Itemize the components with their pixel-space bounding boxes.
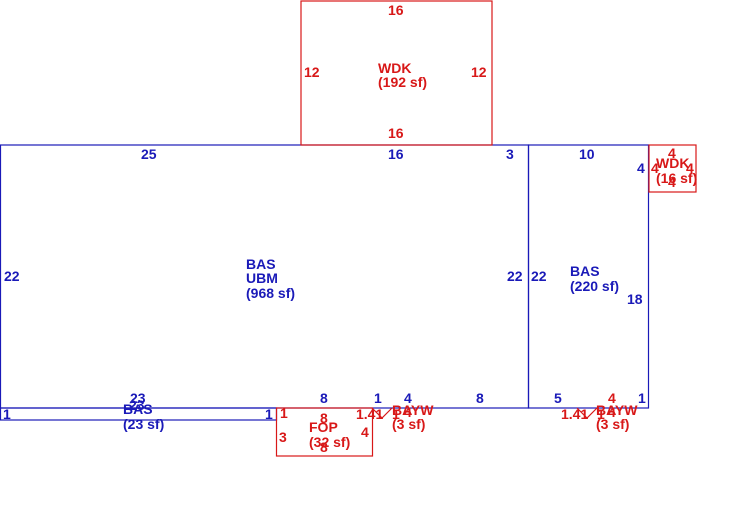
wdk-small-code: WDK (656, 155, 689, 171)
bay2-dim-side: 1 (597, 406, 605, 422)
main-dim-top-left: 25 (141, 146, 157, 162)
bay1-code: BAYW (392, 402, 434, 418)
bas-outlines (0, 144, 650, 421)
bay1-dim-diagonal: 1.41 (356, 406, 383, 422)
main-dim-top-right: 3 (506, 146, 514, 162)
main-dim-bottom-left: 23 (130, 390, 146, 406)
strip-dim-right: 1 (265, 406, 273, 422)
strip-code: BAS (123, 401, 153, 417)
wdk-small-dim-bottom: 4 (668, 174, 676, 190)
wdk-small-dim-left: 4 (651, 160, 659, 176)
strip-dim-left: 1 (3, 406, 11, 422)
fop-outline (275, 407, 374, 457)
right-dim-top: 10 (579, 146, 595, 162)
main-dim-bottom-fop: 8 (320, 390, 328, 406)
fop-code: FOP (309, 419, 338, 435)
wdk-top-code: WDK (378, 60, 411, 76)
strip-bas-area: 23 1 1 BAS (23 sf) (3, 397, 273, 432)
wdk-top-dim-right: 12 (471, 64, 487, 80)
right-dim-left: 22 (531, 268, 547, 284)
right-code: BAS (570, 263, 600, 279)
strip-dim-top: 23 (129, 397, 145, 413)
deck-outlines (275, 0, 697, 457)
wdk-small-outline (648, 144, 697, 193)
bay2-area-label: (3 sf) (596, 416, 629, 432)
right-dim-right-top: 4 (637, 160, 645, 176)
right-bas-outline (527, 144, 650, 409)
wdk-top-area-label: (192 sf) (378, 74, 427, 90)
fop-dim-right: 4 (361, 424, 369, 440)
wdk-top-outline (300, 0, 493, 146)
main-dim-bottom-one: 1 (374, 390, 382, 406)
bay1-area-label: (3 sf) (392, 416, 425, 432)
main-dim-left: 22 (4, 268, 20, 284)
bay2-dim-diagonal: 1.41 (561, 406, 588, 422)
main-area-label: (968 sf) (246, 285, 295, 301)
right-dim-bottom-left: 5 (554, 390, 562, 406)
right-dim-bottom-bay: 4 (608, 390, 616, 406)
bay2-code: BAYW (596, 402, 638, 418)
right-dim-right: 18 (627, 291, 643, 307)
bay2-dim-width: 4 (608, 404, 616, 420)
main-dim-bottom-right: 8 (476, 390, 484, 406)
wdk-top-dim-bottom: 16 (388, 125, 404, 141)
right-dim-bottom-right: 1 (638, 390, 646, 406)
wdk-top-dim-left: 12 (304, 64, 320, 80)
wdk-small-area-label: (16 sf) (656, 170, 697, 186)
main-code-2: UBM (246, 270, 278, 286)
wdk-small-dim-right: 4 (686, 160, 694, 176)
right-bas-area: 10 22 18 4 5 4 1 BAS (220 sf) (531, 146, 646, 406)
bay1-dim-width: 4 (404, 404, 412, 420)
bay1-dim-side: 1 (392, 406, 400, 422)
fop-area: 8 3 4 8 1 FOP (32 sf) (279, 405, 369, 455)
bay2-outline (576, 407, 598, 419)
fop-dim-bottom: 8 (320, 439, 328, 455)
strip-area-label: (23 sf) (123, 416, 164, 432)
bayw-1-area: 1.41 1 4 BAYW (3 sf) (356, 402, 434, 432)
wdk-small-dim-top: 4 (668, 145, 676, 161)
fop-dim-corner: 1 (280, 405, 288, 421)
main-code-1: BAS (246, 256, 276, 272)
main-bas-area: 25 16 3 22 22 23 8 1 4 8 BAS UBM (968 sf… (4, 146, 523, 406)
main-dim-bottom-bay: 4 (404, 390, 412, 406)
bayw-2-area: 1.41 1 4 BAYW (3 sf) (561, 402, 638, 432)
bay1-outline (371, 407, 393, 419)
main-dim-top-mid: 16 (388, 146, 404, 162)
fop-dim-left: 3 (279, 429, 287, 445)
wdk-small-area: 4 4 4 4 WDK (16 sf) (651, 145, 697, 190)
right-area-label: (220 sf) (570, 278, 619, 294)
main-dim-right: 22 (507, 268, 523, 284)
fop-area-label: (32 sf) (309, 434, 350, 450)
wdk-top-area: 16 12 12 16 WDK (192 sf) (304, 2, 487, 141)
wdk-top-dim-top: 16 (388, 2, 404, 18)
fop-dim-top: 8 (320, 410, 328, 426)
